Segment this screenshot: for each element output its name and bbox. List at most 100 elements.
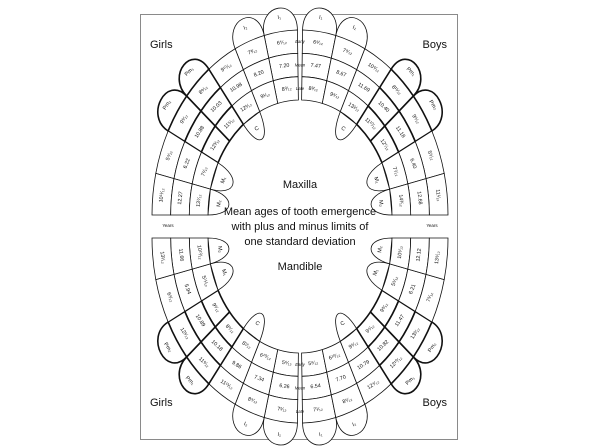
mandible-title: Mandible	[278, 261, 323, 273]
tooth-cap-maxilla-boys	[390, 58, 422, 98]
age-value: 12⁷⁄₁₂	[379, 138, 391, 152]
tooth-cap-maxilla-boys	[335, 17, 368, 50]
age-cell	[369, 124, 400, 164]
maxilla-title: Maxilla	[283, 179, 318, 191]
years-label-right: Years	[426, 223, 438, 228]
age-value: 9.86	[230, 360, 242, 371]
years-label-left: Years	[162, 223, 174, 228]
age-value: 7.70	[335, 374, 347, 383]
age-value: 6.21	[408, 283, 417, 295]
tooth-label: M₂	[216, 246, 223, 253]
age-value: 14³⁄₁₂	[397, 194, 404, 207]
age-value: 12¹⁄₁₂	[178, 327, 190, 341]
age-value: 6⁵⁄₁₂	[277, 40, 288, 47]
age-value: 5¹¹⁄₁₂	[200, 275, 209, 288]
age-cell	[378, 340, 415, 386]
tooth-label: I₁	[319, 432, 323, 438]
age-value: 8.67	[335, 69, 347, 78]
tooth-label: Pm₂	[427, 342, 438, 354]
age-value: 7.34	[253, 374, 265, 383]
age-value: 8³⁄₁₂	[308, 86, 318, 93]
tooth-label: Pm₂	[427, 99, 438, 111]
tooth-cap-mandible-girls	[157, 320, 188, 364]
age-value: 7³⁄₁₂	[247, 48, 258, 57]
tooth-cap-mandible-girls	[232, 403, 265, 436]
age-value: 5.94	[183, 283, 192, 295]
tooth-label: Pm₁	[184, 66, 196, 77]
age-value: 10⁹⁄₁₂	[397, 246, 404, 259]
age-value: 5⁵⁄₁₂	[426, 150, 435, 161]
age-value: 9⁶⁄₁₂	[179, 114, 189, 126]
age-value: 12.68	[415, 191, 422, 205]
tooth-cap-mandible-boys	[302, 417, 337, 446]
tooth-label: C	[254, 320, 261, 327]
age-value: 8⁵⁄₁₂	[342, 396, 353, 405]
age-cell	[188, 183, 211, 216]
tooth-label: I₁	[277, 15, 281, 21]
age-value: 9⁹⁄₁₂	[410, 114, 420, 126]
age-cell	[425, 237, 449, 281]
tooth-cap-mandible-boys	[335, 403, 368, 436]
tooth-cap-maxilla-boys	[302, 7, 337, 36]
age-value: 12.12	[415, 248, 422, 262]
tooth-cap-maxilla-boys	[412, 89, 443, 133]
age-value: 9⁴⁄₁₂	[365, 324, 376, 335]
age-value: 9⁸⁄₁₂	[329, 91, 340, 100]
tooth-label: M₁	[372, 176, 380, 184]
age-value: 5⁶⁄₁₂	[281, 360, 292, 367]
age-value: 7⁸⁄₁₂	[342, 48, 353, 57]
age-value: 6.40	[408, 158, 417, 170]
age-value: 7.47	[310, 63, 321, 70]
row-label-early: Early	[295, 362, 305, 367]
tooth-label: I₂	[352, 421, 358, 428]
row-label-late: Late	[296, 86, 305, 91]
caption-line-3: one standard deviation	[244, 236, 355, 248]
tooth-label: M₂	[377, 246, 384, 253]
age-value: 7.20	[279, 63, 290, 70]
caption-line-2: with plus and minus limits of	[231, 221, 370, 233]
age-value: 6.22	[183, 158, 192, 170]
age-value: 11.66	[177, 248, 184, 262]
age-value: 8.20	[253, 69, 265, 78]
tooth-label: C	[254, 126, 261, 133]
age-value: 10¹⁰⁄₁₂	[196, 245, 204, 260]
age-value: 9¹⁰⁄₁₂	[220, 62, 233, 73]
tooth-label: M₂	[377, 200, 384, 207]
girls-label-top: Girls	[150, 39, 173, 51]
age-value: 13¹⁄₁₂	[159, 251, 166, 264]
tooth-label: I₂	[243, 25, 249, 32]
tooth-label: I₂	[243, 421, 249, 428]
tooth-cap-mandible-boys	[390, 355, 422, 395]
tooth-label: I₁	[319, 15, 323, 21]
tooth-label: I₁	[277, 432, 281, 438]
age-cell	[389, 183, 412, 216]
girls-label-bottom: Girls	[150, 397, 173, 409]
age-value: 7⁶⁄₁₂	[426, 292, 435, 303]
row-label-late: Late	[296, 409, 305, 414]
age-cell	[330, 382, 366, 419]
age-value: 5⁸⁄₁₂	[308, 360, 319, 367]
age-value: 11.69	[357, 82, 371, 94]
tooth-label: Pm₁	[405, 375, 417, 386]
age-value: 7²⁄₁₂	[277, 406, 287, 413]
tooth-label: C	[340, 126, 347, 133]
arch-cells: I₁6⁵⁄₁₂7.208⁰⁄₁₂I₂7³⁄₁₂8.209¹⁄₁₂C9¹⁰⁄₁₂1…	[151, 7, 449, 446]
age-value: 6⁹⁄₁₂	[165, 292, 174, 303]
age-value: 13²⁄₁₂	[410, 327, 422, 341]
age-cell	[398, 310, 433, 359]
age-value: 9⁶⁄₁₂	[348, 340, 360, 350]
age-value: 9⁶⁄₁₂	[210, 302, 220, 314]
age-value: 9⁸⁄₁₂	[379, 302, 389, 314]
age-cell	[321, 80, 350, 113]
tooth-label: Pm₂	[162, 342, 173, 354]
age-value: 7¹⁄₁₂	[200, 166, 209, 177]
age-value: 7⁷⁄₁₂	[391, 166, 400, 177]
age-value: 8⁹⁄₁₂	[247, 396, 258, 405]
diagram-frame	[140, 14, 458, 440]
row-label-early: Early	[295, 39, 305, 44]
age-value: 8⁰⁄₁₂	[282, 86, 293, 93]
tooth-label: I₂	[352, 25, 358, 32]
tooth-label: Pm₁	[405, 66, 417, 77]
